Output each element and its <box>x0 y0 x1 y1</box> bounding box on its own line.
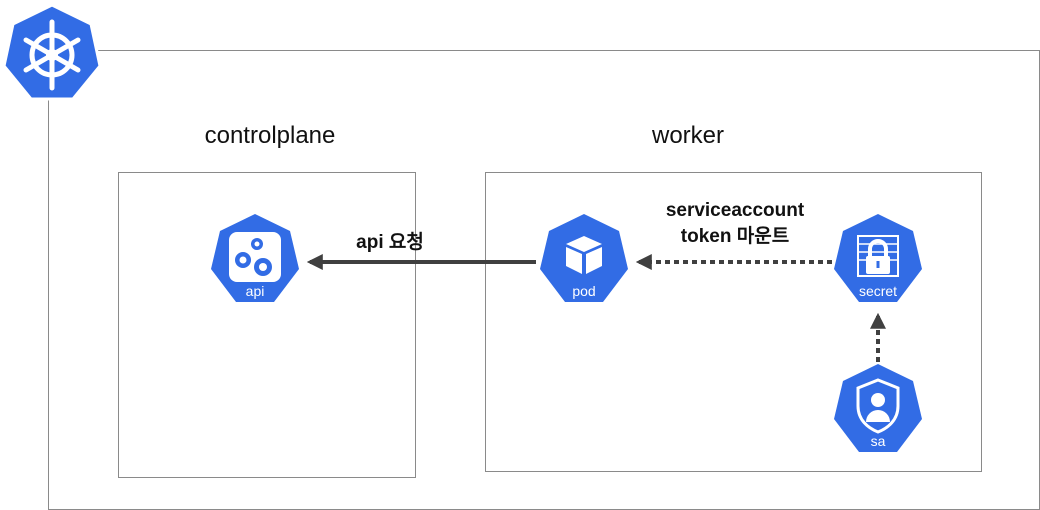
secret-node: secret <box>830 212 926 308</box>
controlplane-title: controlplane <box>204 122 336 149</box>
controlplane-box <box>118 172 416 478</box>
pod-node-label: pod <box>572 283 596 299</box>
sa-node-label: sa <box>870 433 886 449</box>
worker-box <box>485 172 982 472</box>
token-mount-label-line2: token 마운트 <box>680 226 790 247</box>
kubernetes-logo <box>2 2 102 102</box>
api-node: api <box>207 212 303 308</box>
helm-wheel-icon <box>2 3 102 101</box>
cube-icon <box>566 236 602 274</box>
shield-user-icon <box>856 378 900 434</box>
secret-node-label: secret <box>858 283 898 299</box>
lock-icon <box>857 235 899 277</box>
api-node-label: api <box>245 283 265 299</box>
api-request-label: api 요청 <box>356 232 424 253</box>
worker-title: worker <box>651 122 724 149</box>
sa-node: sa <box>830 362 926 458</box>
token-mount-label-line1: serviceaccount <box>665 200 805 221</box>
pod-node: pod <box>536 212 632 308</box>
